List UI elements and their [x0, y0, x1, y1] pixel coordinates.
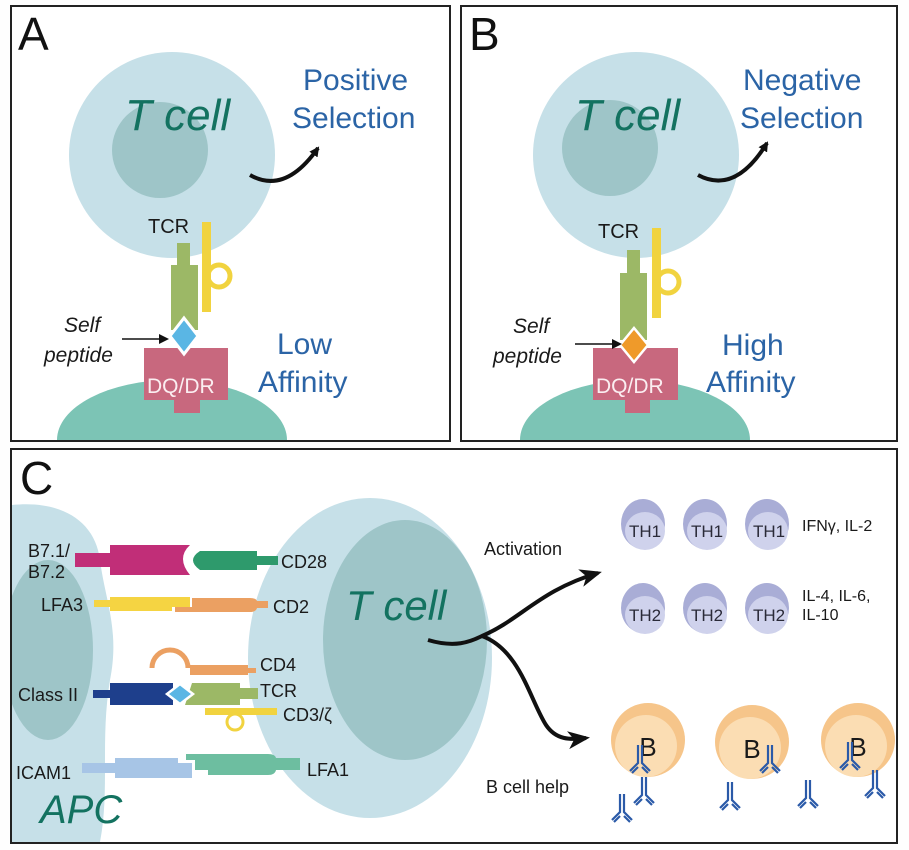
th2-cytokines-line2: IL-10	[802, 607, 839, 624]
th1-cytokines: IFNγ, IL-2	[802, 518, 872, 535]
affinity-line2: Affinity	[258, 366, 348, 399]
apc-surface	[57, 380, 287, 440]
svg-text:B: B	[849, 732, 866, 762]
antibody-icon	[719, 782, 741, 811]
affinity-line1: Low	[277, 328, 332, 361]
peptide-label-line1: Self	[513, 315, 551, 338]
t-cell-nucleus	[562, 100, 658, 196]
th2-cell: TH2	[683, 583, 727, 634]
tcr-label: TCR	[148, 216, 189, 238]
mhc-label: DQ/DR	[596, 375, 664, 398]
b-cell: B	[715, 705, 789, 779]
tcr-molecule	[171, 243, 198, 330]
selection-arrow	[697, 141, 769, 183]
th1-cell: TH1	[621, 499, 665, 550]
cd28-label: CD28	[281, 552, 327, 572]
mhc-molecule	[144, 348, 228, 413]
selection-arrow	[249, 146, 320, 183]
mhc-label: DQ/DR	[147, 375, 215, 398]
class-ii-molecule	[93, 683, 173, 705]
peptide-label-line2: peptide	[492, 345, 562, 368]
lfa3-label: LFA3	[41, 595, 83, 615]
tcr-label: TCR	[598, 221, 639, 243]
affinity-line1: High	[722, 329, 784, 362]
outcome-line1: Negative	[743, 64, 861, 97]
th2-cell: TH2	[745, 583, 789, 634]
t-cell-label: T cell	[125, 91, 231, 140]
tcr-molecule	[620, 250, 647, 340]
self-peptide-low	[168, 315, 200, 357]
b-cell-help-label: B cell help	[486, 777, 569, 797]
lfa1-molecule	[186, 754, 300, 775]
svg-text:B: B	[639, 732, 656, 762]
b-cell: B	[611, 703, 685, 777]
svg-text:TH1: TH1	[629, 522, 661, 541]
peptide-label-line1: Self	[64, 314, 102, 337]
svg-text:B: B	[743, 734, 760, 764]
panel-letter-a: A	[18, 8, 49, 60]
cd3-zeta-label: CD3/ζ	[283, 705, 332, 725]
svg-text:TH2: TH2	[753, 606, 785, 625]
t-cell-label: T cell	[346, 582, 448, 629]
outcome-line2: Selection	[740, 102, 863, 135]
antibodies	[611, 742, 886, 823]
lfa1-label: LFA1	[307, 760, 349, 780]
th2-cytokines-line1: IL-4, IL-6,	[802, 588, 870, 605]
cd3-zeta-molecule	[205, 708, 277, 732]
icam1-label: ICAM1	[16, 763, 71, 783]
antibody-icon	[759, 745, 781, 774]
activation-arrow	[427, 569, 602, 646]
panel-c: C APC T cell B7.1/ B7.2 LFA3 Class	[10, 448, 898, 844]
apc-nucleus	[12, 560, 93, 740]
antibody-icon	[611, 794, 633, 823]
antibody-icon	[797, 780, 819, 809]
apc-label: APC	[38, 788, 123, 832]
lfa3-molecule	[94, 597, 190, 611]
t-cell-nucleus	[112, 102, 208, 198]
cd3-molecule	[202, 222, 233, 312]
svg-text:TH1: TH1	[753, 522, 785, 541]
cd2-label: CD2	[273, 597, 309, 617]
panel-letter-b: B	[469, 8, 500, 60]
affinity-line2: Affinity	[706, 366, 796, 399]
th1-cell: TH1	[745, 499, 789, 550]
b7-label-line1: B7.1/	[28, 541, 70, 561]
t-cell-nucleus	[323, 520, 487, 760]
antibody-icon	[864, 770, 886, 799]
peptide-antigen	[164, 682, 196, 706]
mhc-molecule	[593, 348, 678, 413]
antibody-icon	[629, 745, 651, 774]
svg-text:TH1: TH1	[691, 522, 723, 541]
b-cell: B	[821, 703, 895, 777]
peptide-label-line2: peptide	[43, 344, 113, 367]
panel-b: B T cell Negative Selection TCR DQ/DR Se…	[460, 5, 898, 442]
th2-cell: TH2	[621, 583, 665, 634]
outcome-line1: Positive	[303, 64, 408, 97]
b7-label-line2: B7.2	[28, 562, 65, 582]
panel-letter-c: C	[20, 452, 53, 504]
b-cell-help-arrow	[481, 634, 590, 750]
cd2-molecule	[175, 598, 268, 612]
cd28-molecule	[193, 551, 278, 570]
b7-molecule	[75, 545, 190, 575]
cd3-molecule	[652, 228, 682, 318]
outcome-line2: Selection	[292, 102, 415, 135]
th1-cell: TH1	[683, 499, 727, 550]
self-peptide-high	[618, 326, 650, 364]
tcr-molecule	[185, 683, 258, 705]
svg-text:TH2: TH2	[691, 606, 723, 625]
antibody-icon	[839, 742, 861, 771]
class-ii-label: Class II	[18, 685, 78, 705]
tcr-label: TCR	[260, 681, 297, 701]
cd4-molecule	[149, 647, 256, 675]
panel-a: A T cell Positive Selection TCR DQ/DR Se…	[10, 5, 451, 442]
icam1-molecule	[82, 758, 192, 778]
antibody-icon	[633, 777, 655, 806]
svg-text:TH2: TH2	[629, 606, 661, 625]
t-cell-label: T cell	[575, 91, 681, 140]
activation-label: Activation	[484, 539, 562, 559]
cd4-label: CD4	[260, 655, 296, 675]
